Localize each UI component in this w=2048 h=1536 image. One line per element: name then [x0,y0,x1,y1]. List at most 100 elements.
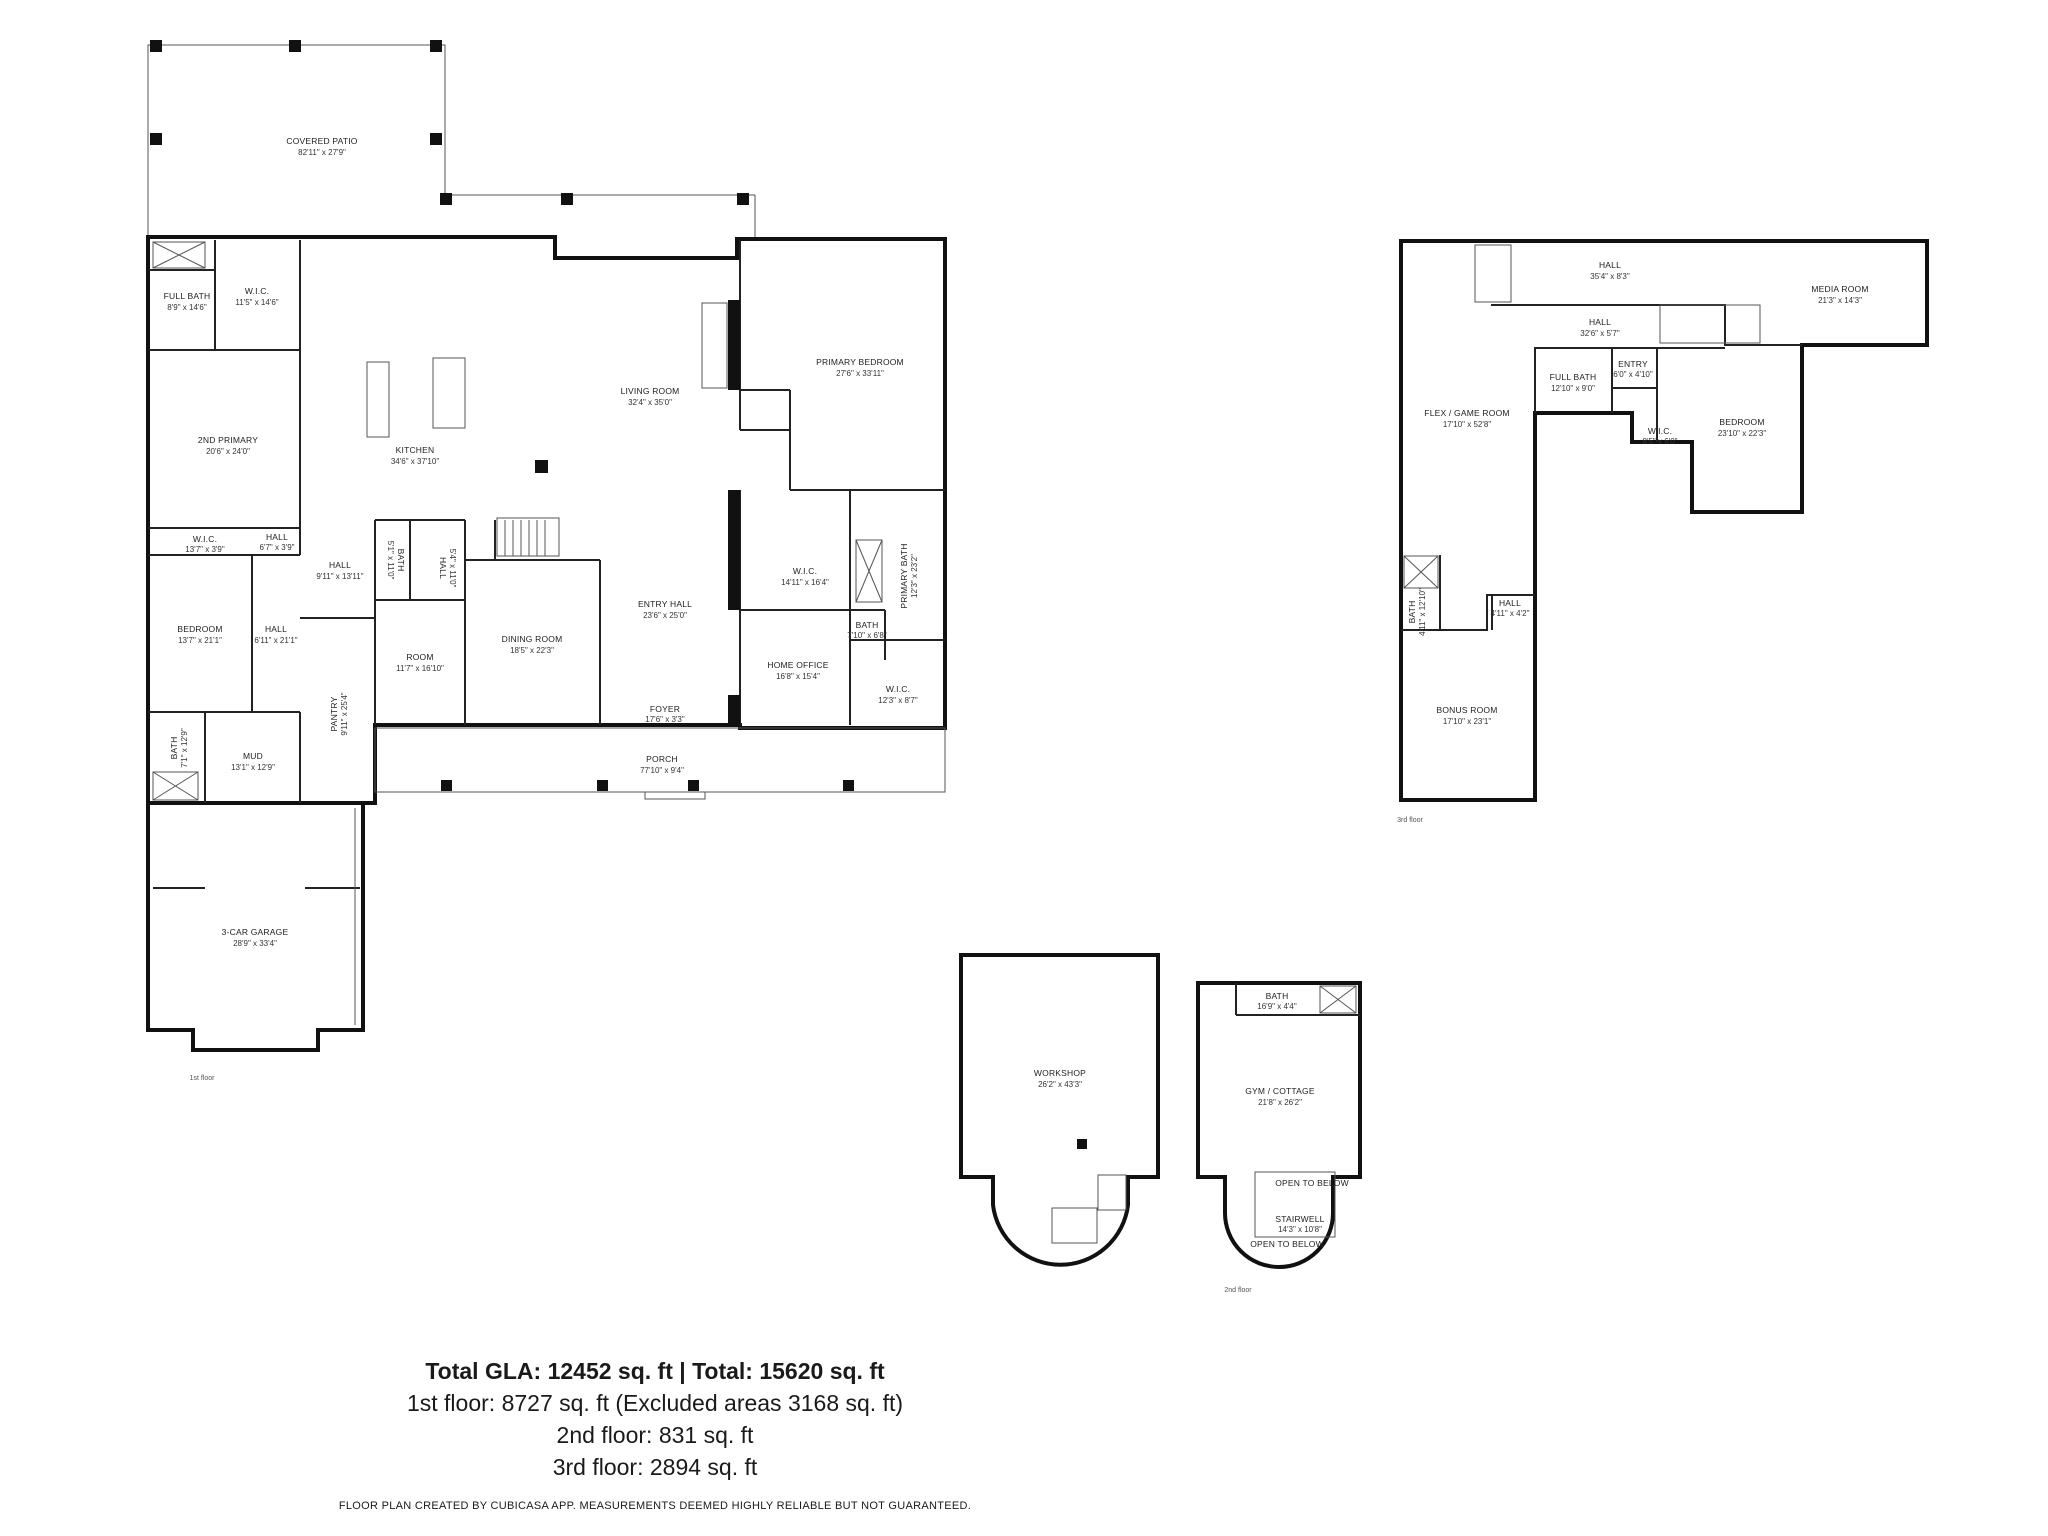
stairwell-name: STAIRWELL [1275,1214,1324,1224]
primary-bath-dim: 12'3" x 23'2" [910,554,919,598]
hall-3-dim: 5'4" x 11'0" [448,549,457,588]
hall-5-name: HALL [1499,598,1521,608]
entry-hall-name: ENTRY HALL [638,599,692,609]
third-floor-exterior-wall [1399,239,1929,802]
hall-1-dim: 6'7" x 3'9" [260,543,295,552]
entry-dim: 6'0" x 4'10" [1613,370,1653,379]
garage-dim: 28'9" x 33'4" [233,939,277,948]
first-floor-stairs [496,517,560,557]
third-floor-plan [1399,239,1929,802]
bath-4-dim: 4'11" x 12'10" [1418,588,1427,636]
garage-wall [146,801,365,1052]
hall-2-dim: 9'11" x 13'11" [316,572,363,581]
kitchen-dim: 34'6" x 37'10" [391,457,439,466]
living-room-dim: 32'4" x 35'0" [628,398,672,407]
bath-2-name: BATH [856,620,879,630]
second-floor-area: 2nd floor: 831 sq. ft [556,1422,754,1448]
wic-4-dim: 12'3" x 8'7" [878,696,918,705]
wic-5-name: W.I.C. [1648,426,1672,436]
wic-1-dim: 11'5" x 14'6" [235,298,278,307]
third-floor-area: 3rd floor: 2894 sq. ft [552,1454,758,1480]
wic-5-dim: 8'5" x 6'0" [1643,437,1678,446]
mud-name: MUD [243,751,263,761]
bonus-room-dim: 17'10" x 23'1" [1443,717,1491,726]
second-floor-label: 2nd floor [1224,1287,1252,1294]
open-below-1: OPEN TO BELOW [1275,1178,1349,1188]
bath-2-dim: 7'10" x 6'8" [847,631,887,640]
dining-room-name: DINING ROOM [502,634,563,644]
gym-cottage-outline [1196,981,1362,1269]
foyer-name: FOYER [650,704,680,714]
bath-4-name: BATH [1407,601,1417,624]
workshop-name: WORKSHOP [1034,1068,1086,1078]
home-office-name: HOME OFFICE [767,660,828,670]
covered-patio-name: COVERED PATIO [286,136,357,146]
porch-dim: 77'10" x 9'4" [640,766,684,775]
entry-hall-dim: 23'6" x 25'0" [643,611,687,620]
kitchen-name: KITCHEN [396,445,435,455]
kitchen-island-1 [366,361,390,438]
workshop-dim: 26'2" x 43'3" [1038,1080,1082,1089]
third-floor-labels: HALL 35'4" x 8'3" MEDIA ROOM 21'3" x 14'… [1397,260,1868,824]
primary-bedroom-name: PRIMARY BEDROOM [816,357,904,367]
covered-patio-dim: 82'11" x 27'9" [298,148,346,157]
bath-small-name: BATH [396,549,406,572]
gym-cottage-name: GYM / COTTAGE [1245,1086,1315,1096]
flex-game-name: FLEX / GAME ROOM [1424,408,1509,418]
wic-3-dim: 14'11" x 16'4" [781,578,829,587]
bonus-room-name: BONUS ROOM [1436,705,1497,715]
hall-mid-name: HALL [1589,317,1611,327]
hall-2-name: HALL [329,560,351,570]
wic-4-name: W.I.C. [886,684,910,694]
wic-3-name: W.I.C. [793,566,817,576]
bath-5-name: BATH [1266,991,1289,1001]
gym-cottage-plan: BATH 16'9" x 4'4" GYM / COTTAGE 21'8" x … [1196,981,1362,1294]
bath-3-name: BATH [169,737,179,760]
flex-game-dim: 17'10" x 52'8" [1443,420,1491,429]
entry-name: ENTRY [1618,359,1648,369]
media-room-name: MEDIA ROOM [1811,284,1868,294]
first-floor-labels: COVERED PATIO 82'11" x 27'9" FULL BATH 8… [164,136,919,1082]
hall-5-dim: 4'11" x 4'2" [1491,609,1530,618]
bedroom-1-name: BEDROOM [177,624,222,634]
full-bath-1-name: FULL BATH [164,291,211,301]
mud-dim: 13'1" x 12'9" [231,763,275,772]
bath-3-dim: 7'1" x 12'9" [180,728,189,768]
hall-top-name: HALL [1599,260,1621,270]
full-bath-1-dim: 8'9" x 14'6" [167,303,207,312]
dining-room-dim: 18'5" x 22'3" [510,646,554,655]
open-below-2: OPEN TO BELOW [1250,1239,1324,1249]
workshop-stairs [1051,1207,1098,1244]
third-floor-stairs-1 [1474,244,1512,303]
third-floor-label: 3rd floor [1397,817,1423,824]
total-gla-line: Total GLA: 12452 sq. ft | Total: 15620 s… [425,1358,885,1384]
workshop-plan: WORKSHOP 26'2" x 43'3" [959,953,1160,1267]
disclaimer: FLOOR PLAN CREATED BY CUBICASA APP. MEAS… [338,1500,972,1512]
hall-3-name: HALL [438,557,448,579]
bath-5-dim: 16'9" x 4'4" [1257,1002,1297,1011]
primary-bedroom-dim: 27'6" x 33'11" [836,369,884,378]
room-dim: 11'7" x 16'10" [396,664,444,673]
foyer-dim: 17'6" x 3'3" [645,715,685,724]
main-exterior-wall [146,235,947,805]
home-office-dim: 16'8" x 15'4" [776,672,820,681]
primary-bath-name: PRIMARY BATH [899,543,909,608]
bedroom-3-name: BEDROOM [1719,417,1764,427]
full-bath-3-name: FULL BATH [1550,372,1597,382]
hall-mid-dim: 32'6" x 5'7" [1580,329,1620,338]
first-floor-area: 1st floor: 8727 sq. ft (Excluded areas 3… [406,1390,904,1416]
gym-cottage-dim: 21'8" x 26'2" [1258,1098,1302,1107]
living-room-name: LIVING ROOM [621,386,680,396]
bedroom-3-dim: 23'10" x 22'3" [1718,429,1766,438]
stairwell-dim: 14'3" x 10'8" [1278,1225,1322,1234]
third-floor-stairs-2 [1659,304,1761,344]
bath-small-dim: 5'1" x 11'0" [386,541,395,580]
wic-2-dim: 13'7" x 3'9" [185,545,225,554]
hall-4-name: HALL [265,624,287,634]
pantry-dim: 9'11" x 25'4" [340,692,349,735]
porch-name: PORCH [646,754,678,764]
second-primary-dim: 20'6" x 24'0" [206,447,250,456]
kitchen-island-2 [432,357,466,429]
first-floor-plan [146,40,947,1052]
